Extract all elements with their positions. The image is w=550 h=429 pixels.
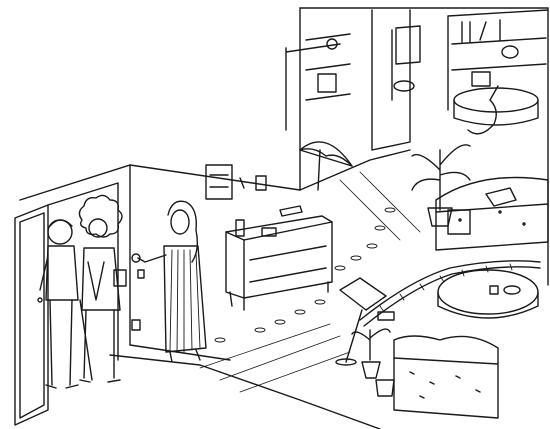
dresser-with-drawers bbox=[225, 205, 333, 311]
back-room-doorway bbox=[371, 9, 421, 151]
cane-icon bbox=[79, 299, 93, 381]
umbrella bbox=[299, 141, 353, 191]
floor-lamp bbox=[467, 85, 499, 135]
armchair bbox=[393, 335, 499, 419]
hanging-shelves bbox=[285, 33, 351, 131]
wall-shelf bbox=[205, 164, 267, 200]
small-potted-plant bbox=[351, 328, 395, 397]
door-knob-icon bbox=[37, 297, 43, 303]
light-switch-icon bbox=[131, 319, 141, 331]
open-front-door bbox=[14, 182, 145, 426]
floor-boards bbox=[199, 171, 421, 393]
standing-lamp bbox=[335, 277, 387, 366]
woman-in-striped-robe bbox=[131, 200, 207, 363]
train-car-icon bbox=[377, 311, 395, 321]
curly-hair-woman bbox=[78, 194, 127, 383]
older-man bbox=[39, 219, 93, 389]
model-train-track bbox=[359, 260, 541, 327]
hand-icon bbox=[131, 253, 141, 263]
oval-coffee-table bbox=[437, 269, 539, 319]
potted-plant bbox=[411, 144, 471, 227]
bag-icon bbox=[113, 269, 127, 287]
sofa bbox=[435, 176, 549, 251]
dice-icon bbox=[489, 285, 499, 295]
footprints bbox=[214, 207, 396, 343]
wall-outlet-icon bbox=[137, 269, 145, 279]
bookshelf bbox=[447, 9, 549, 126]
phone-icon bbox=[261, 227, 277, 237]
